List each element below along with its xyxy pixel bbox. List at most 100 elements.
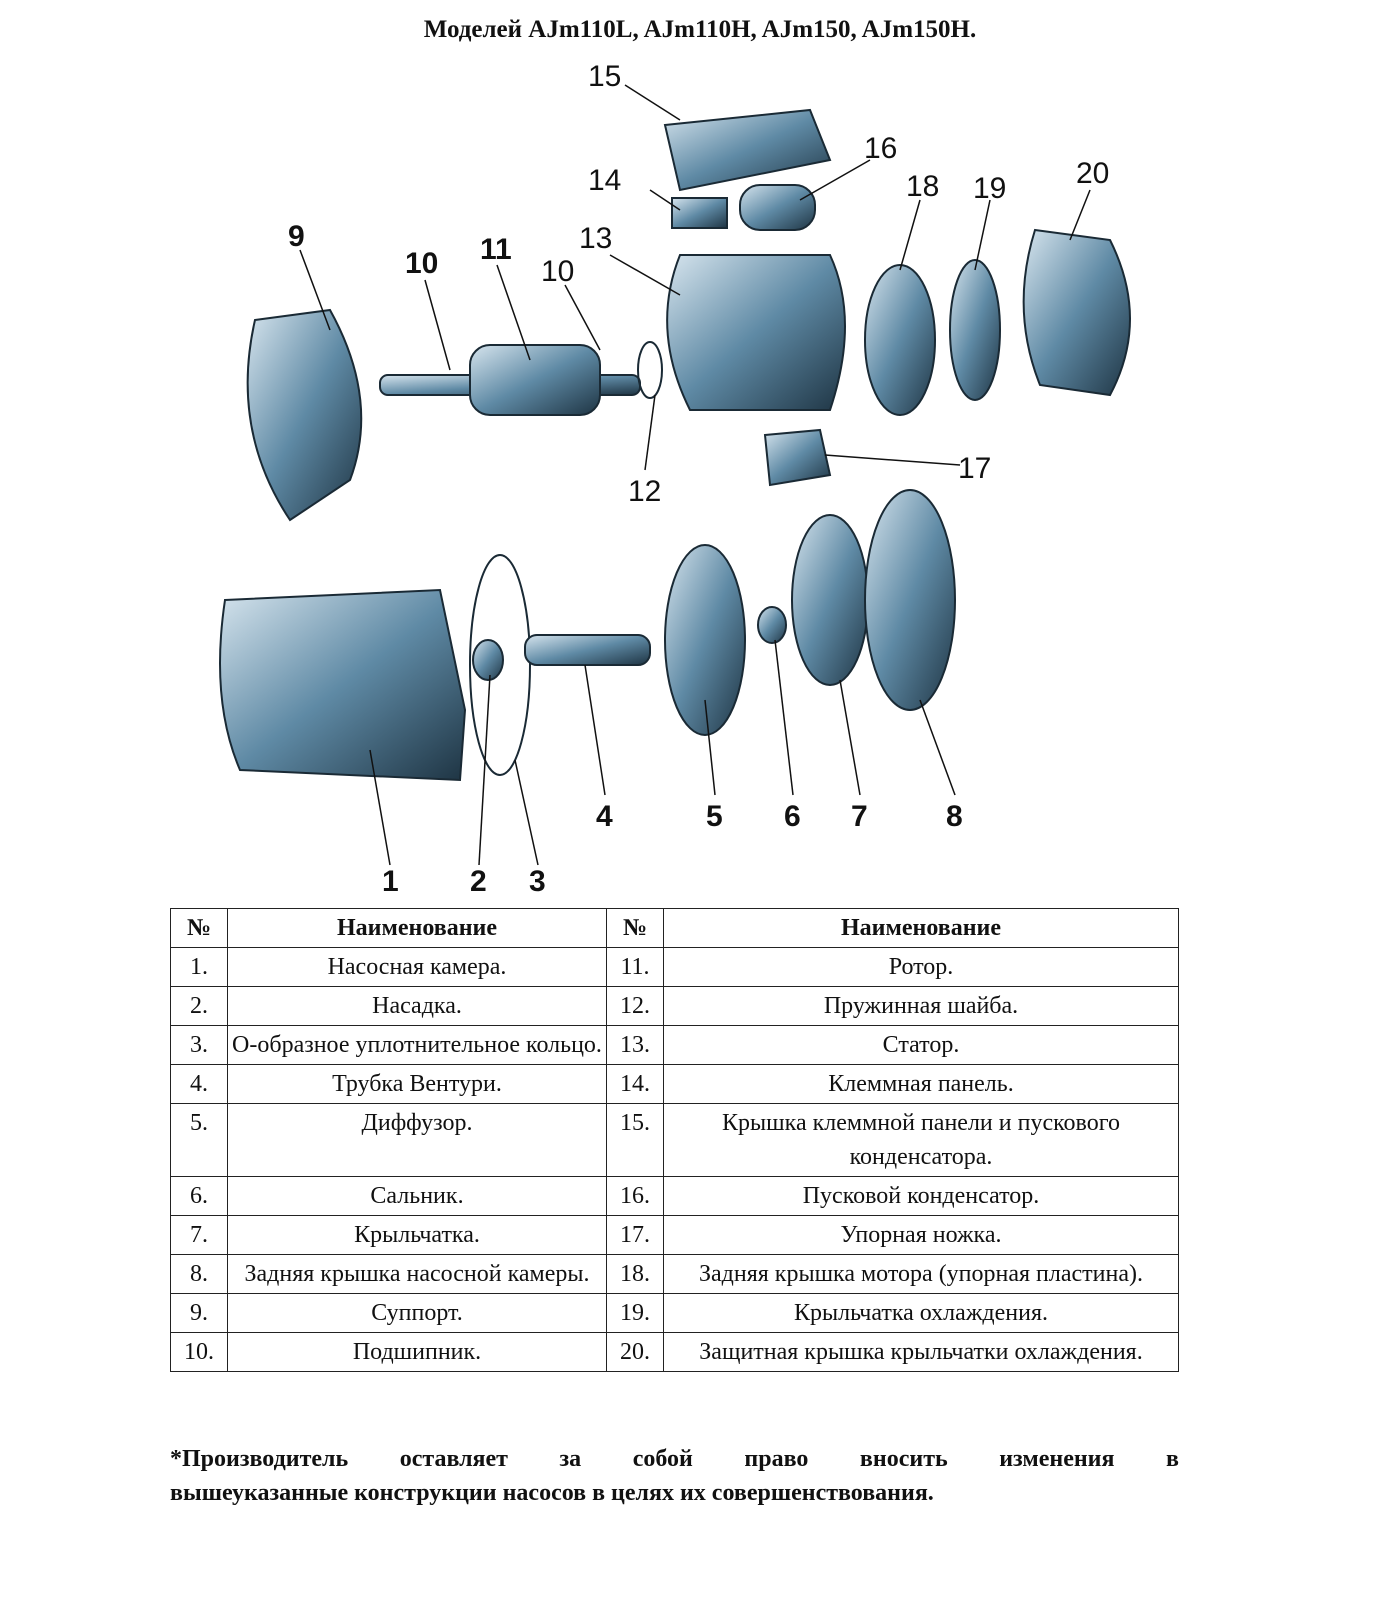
cell-r-no: 13. (606, 1025, 664, 1065)
cell-l-no: 8. (170, 1254, 228, 1294)
part-17-foot (763, 428, 832, 487)
part-12-washer (637, 341, 663, 399)
table-row: 8.Задняя крышка насосной камеры.18.Задня… (170, 1254, 1179, 1294)
part-4-venturi-tube (524, 634, 651, 666)
callout-5: 5 (706, 800, 723, 833)
cell-r-name: Пружинная шайба. (663, 986, 1179, 1026)
part-2-nozzle (472, 639, 504, 681)
cell-l-name: Диффузор. (227, 1103, 607, 1177)
cell-r-no: 15. (606, 1103, 664, 1177)
manufacturer-note: *Производитель оставляет за собой право … (170, 1442, 1179, 1510)
callout-11: 11 (480, 233, 512, 266)
callout-2: 2 (470, 865, 487, 898)
part-5-diffuser (664, 544, 746, 736)
cell-r-name: Ротор. (663, 947, 1179, 987)
table-row: 7.Крыльчатка.17.Упорная ножка. (170, 1215, 1179, 1255)
callout-18: 18 (906, 170, 939, 203)
part-16-capacitor (739, 184, 816, 231)
table-row: 3.О-образное уплотнительное кольцо.13.Ст… (170, 1025, 1179, 1065)
cell-l-no: 4. (170, 1064, 228, 1104)
callout-6: 6 (784, 800, 801, 833)
callout-19: 19 (973, 172, 1006, 205)
header-name-right: Наименование (663, 908, 1179, 948)
header-no-left: № (170, 908, 228, 948)
callout-17: 17 (958, 452, 991, 485)
cell-r-name: Статор. (663, 1025, 1179, 1065)
cell-r-no: 11. (606, 947, 664, 987)
cell-r-no: 20. (606, 1332, 664, 1372)
cell-l-name: Подшипник. (227, 1332, 607, 1372)
cell-l-name: Суппорт. (227, 1293, 607, 1333)
callout-13: 13 (579, 222, 612, 255)
cell-r-name: Крышка клеммной панели и пускового конде… (663, 1103, 1179, 1177)
cell-r-no: 19. (606, 1293, 664, 1333)
callout-20: 20 (1076, 157, 1109, 190)
callout-1: 1 (382, 865, 399, 898)
header-no-right: № (606, 908, 664, 948)
cell-l-name: Трубка Вентури. (227, 1064, 607, 1104)
table-row: 2.Насадка.12.Пружинная шайба. (170, 986, 1179, 1026)
table-row: 9.Суппорт.19.Крыльчатка охлаждения. (170, 1293, 1179, 1333)
cell-r-no: 18. (606, 1254, 664, 1294)
cell-r-name: Крыльчатка охлаждения. (663, 1293, 1179, 1333)
parts-table: № Наименование № Наименование 1.Насосная… (170, 908, 1179, 1372)
table-header-row: № Наименование № Наименование (170, 908, 1179, 948)
cell-l-name: О-образное уплотнительное кольцо. (227, 1025, 607, 1065)
cell-r-no: 17. (606, 1215, 664, 1255)
exploded-pump-diagram: 15 16 14 18 19 20 9 10 11 10 13 12 17 1 … (219, 60, 1131, 898)
part-11-rotor (469, 344, 601, 416)
callout-15: 15 (588, 60, 621, 93)
note-line-2: вышеуказанные конструкции насосов в целя… (170, 1480, 934, 1506)
header-name-left: Наименование (227, 908, 607, 948)
cell-l-name: Крыльчатка. (227, 1215, 607, 1255)
callout-16: 16 (864, 132, 897, 165)
table-row: 10.Подшипник.20.Защитная крышка крыльчат… (170, 1332, 1179, 1372)
callout-10b: 10 (541, 255, 574, 288)
callout-14: 14 (588, 164, 621, 197)
cell-r-name: Защитная крышка крыльчатки охлаждения. (663, 1332, 1179, 1372)
cell-l-no: 9. (170, 1293, 228, 1333)
part-9-support (246, 308, 363, 522)
cell-l-name: Задняя крышка насосной камеры. (227, 1254, 607, 1294)
cell-l-no: 7. (170, 1215, 228, 1255)
part-3-o-ring (469, 554, 531, 776)
callout-4: 4 (596, 800, 613, 833)
document-title: Моделей AJm110L, AJm110H, AJm150, AJm150… (423, 16, 977, 43)
cell-r-name: Задняя крышка мотора (упорная пластина). (663, 1254, 1179, 1294)
callout-8: 8 (946, 800, 963, 833)
cell-l-no: 6. (170, 1176, 228, 1216)
part-14-terminal (671, 197, 728, 229)
callout-7: 7 (851, 800, 868, 833)
cell-l-no: 10. (170, 1332, 228, 1372)
part-18-motor-back-cover (864, 264, 936, 416)
cell-l-name: Насадка. (227, 986, 607, 1026)
cell-l-no: 1. (170, 947, 228, 987)
part-15-cover (663, 108, 832, 192)
table-row: 5.Диффузор.15.Крышка клеммной панели и п… (170, 1103, 1179, 1177)
cell-r-no: 16. (606, 1176, 664, 1216)
leader-lines (299, 84, 1091, 866)
part-1-pump-chamber (219, 588, 467, 782)
callout-9: 9 (288, 220, 305, 253)
table-row: 6.Сальник.16.Пусковой конденсатор. (170, 1176, 1179, 1216)
part-8-chamber-back-cover (864, 489, 956, 711)
cell-l-name: Сальник. (227, 1176, 607, 1216)
cell-r-no: 14. (606, 1064, 664, 1104)
cell-r-no: 12. (606, 986, 664, 1026)
table-row: 4.Трубка Вентури.14.Клеммная панель. (170, 1064, 1179, 1104)
table-row: 1.Насосная камера.11.Ротор. (170, 947, 1179, 987)
cell-r-name: Пусковой конденсатор. (663, 1176, 1179, 1216)
part-19-cooling-fan (949, 259, 1001, 401)
cell-l-name: Насосная камера. (227, 947, 607, 987)
part-20-fan-guard (1022, 228, 1131, 397)
cell-l-no: 3. (170, 1025, 228, 1065)
callout-12: 12 (628, 475, 661, 508)
cell-l-no: 5. (170, 1103, 228, 1177)
callout-3: 3 (529, 865, 546, 898)
cell-l-no: 2. (170, 986, 228, 1026)
part-7-impeller (791, 514, 869, 686)
cell-r-name: Упорная ножка. (663, 1215, 1179, 1255)
part-13-stator (666, 254, 846, 411)
callout-10: 10 (405, 247, 438, 280)
